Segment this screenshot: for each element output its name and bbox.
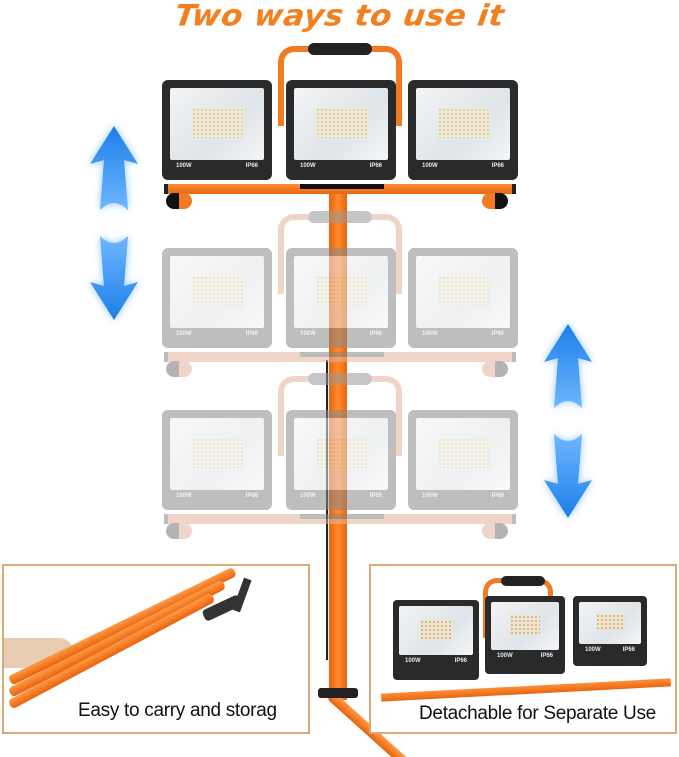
inset-portable: Easy to carry and storag	[2, 564, 310, 734]
ip-rating-label: IP66	[245, 163, 258, 169]
handle-grip	[501, 576, 545, 586]
led-array	[192, 108, 244, 138]
inset-caption-portable: Easy to carry and storag	[78, 700, 277, 721]
h-stand-base	[380, 678, 672, 702]
wattage-label: 100W	[422, 163, 438, 169]
arrow-down-icon	[88, 232, 140, 322]
handle-grip	[308, 43, 372, 55]
led-array	[438, 108, 490, 138]
flood-lamp: 100W IP66	[286, 80, 396, 180]
crossbar-clamp	[300, 184, 384, 189]
arrow-up-icon	[88, 124, 140, 214]
arrow-down-icon	[542, 430, 594, 520]
rubber-endcap	[166, 193, 192, 209]
flood-lamp: 100W IP66	[408, 80, 518, 180]
folded-tripod-leg	[7, 566, 237, 686]
wattage-label: 100W	[176, 163, 192, 169]
led-array	[316, 108, 368, 138]
rubber-endcap	[482, 193, 508, 209]
tripod-hub	[318, 688, 358, 698]
power-cable	[326, 360, 328, 660]
ip-rating-label: IP66	[369, 163, 382, 169]
wattage-label: 100W	[300, 163, 316, 169]
crossbar	[164, 184, 516, 194]
ip-rating-label: IP66	[491, 163, 504, 169]
light-rack-top: 100W IP66 100W IP66 100W IP66	[160, 43, 520, 209]
flood-lamp: 100W IP66	[162, 80, 272, 180]
arrow-up-icon	[542, 322, 594, 412]
inset-caption-detachable: Detachable for Separate Use	[419, 703, 656, 724]
